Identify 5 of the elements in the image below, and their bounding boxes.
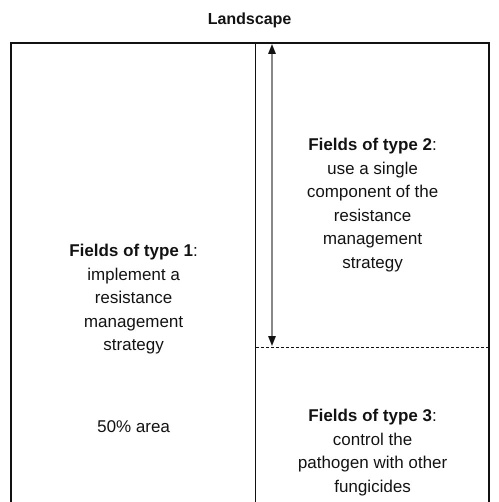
field-description: Fields of type 2: use a single component of the resistance management strategy [306,134,440,274]
landscape-title: Landscape [206,10,292,30]
field-description: Fields of type 3: control the pathogen with other fungicides [298,405,448,498]
field-description: Fields of type 1: implement a resistance management strategy [68,240,199,356]
area-note: 50% area [96,416,171,438]
